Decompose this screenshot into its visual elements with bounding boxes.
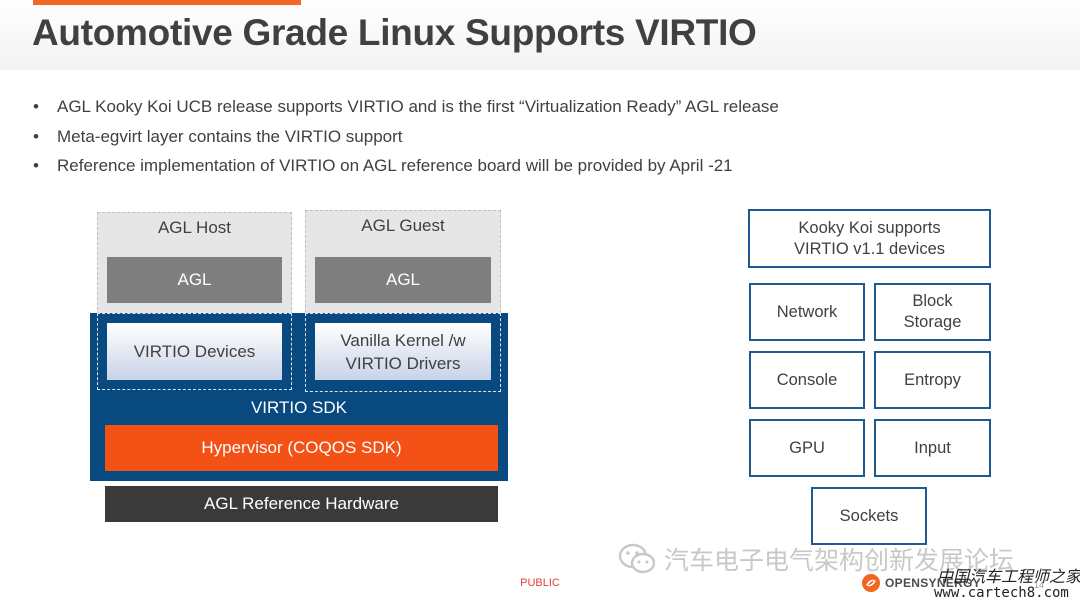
classification-label: PUBLIC <box>520 577 560 589</box>
virtio-devices-box: VIRTIO Devices <box>107 323 282 380</box>
virtio-sdk-label: VIRTIO SDK <box>250 398 348 417</box>
device-entropy: Entropy <box>874 351 991 409</box>
hypervisor-box: Hypervisor (COQOS SDK) <box>105 425 498 471</box>
slide-title: Automotive Grade Linux Supports VIRTIO <box>32 12 757 53</box>
bullet-item: Reference implementation of VIRTIO on AG… <box>33 151 1033 181</box>
title-band <box>0 0 1080 70</box>
devices-header-line2: VIRTIO v1.1 devices <box>793 239 945 258</box>
device-gpu: GPU <box>749 419 865 477</box>
opensynergy-logo: OPENSYNERGY <box>861 573 981 593</box>
wechat-watermark: 汽车电子电气架构创新发展论坛 <box>618 541 1014 577</box>
bullet-item: AGL Kooky Koi UCB release supports VIRTI… <box>33 92 1033 122</box>
vanilla-kernel-line2: VIRTIO Drivers <box>345 353 461 373</box>
devices-header-box: Kooky Koi supports VIRTIO v1.1 devices <box>748 209 991 268</box>
forum-name: 中国汽车工程师之家 <box>937 567 1080 586</box>
device-sockets: Sockets <box>811 487 927 545</box>
vanilla-kernel-line1: Vanilla Kernel /w <box>340 330 466 350</box>
guest-agl-box: AGL <box>315 257 491 303</box>
bullet-list: AGL Kooky Koi UCB release supports VIRTI… <box>33 92 1033 181</box>
watermark-text: 汽车电子电气架构创新发展论坛 <box>664 546 1015 575</box>
bullet-item: Meta-egvirt layer contains the VIRTIO su… <box>33 122 1033 152</box>
device-input: Input <box>874 419 991 477</box>
guest-dashed-outline <box>305 313 501 392</box>
host-agl-box: AGL <box>107 257 282 303</box>
opensynergy-logo-icon <box>862 574 880 592</box>
forum-url: www.cartech8.com <box>934 585 1069 601</box>
device-block-storage: Block Storage <box>874 283 991 341</box>
agl-guest-label: AGL Guest <box>361 216 445 235</box>
vanilla-kernel-box: Vanilla Kernel /w VIRTIO Drivers <box>315 323 491 380</box>
wechat-icon <box>618 543 656 574</box>
top-accent-bar <box>33 0 301 5</box>
logo-text: OPENSYNERGY <box>885 576 981 590</box>
device-block-line2: Storage <box>903 313 962 331</box>
host-dashed-outline <box>97 313 292 390</box>
device-block-line1: Block <box>912 292 953 310</box>
page-number: 14 <box>1034 580 1045 590</box>
agl-host-label: AGL Host <box>157 218 232 237</box>
device-network: Network <box>749 283 865 341</box>
devices-header-line1: Kooky Koi supports <box>798 218 941 237</box>
reference-hardware-box: AGL Reference Hardware <box>105 486 498 522</box>
device-console: Console <box>749 351 865 409</box>
